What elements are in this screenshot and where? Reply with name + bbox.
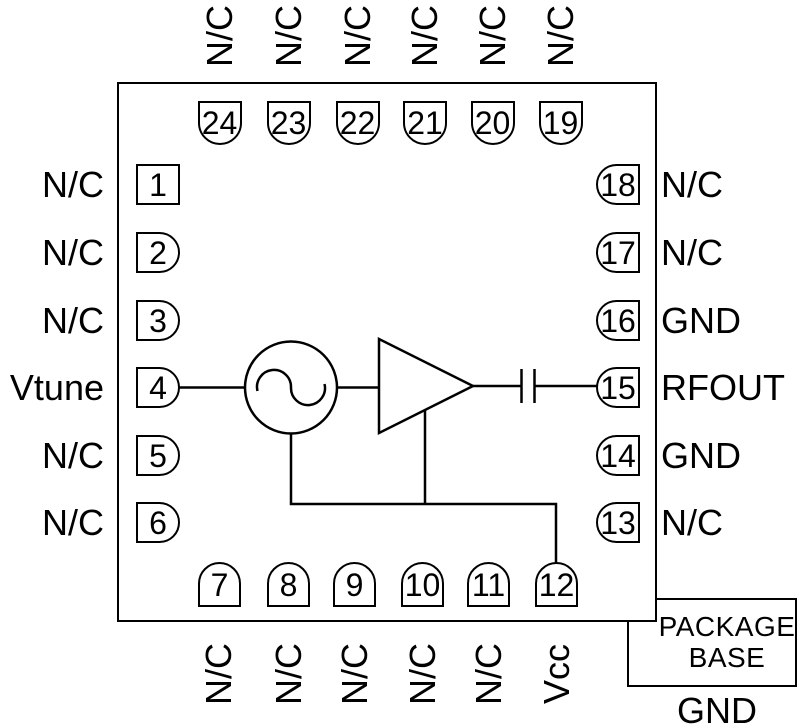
pin-11: 11 xyxy=(467,562,510,607)
pin-14: 14 xyxy=(596,435,640,476)
pin-22-label: N/C xyxy=(336,5,378,67)
pin-18: 18 xyxy=(596,164,640,205)
pin-15-number: 15 xyxy=(600,369,636,406)
pin-14-label: GND xyxy=(661,435,741,476)
pin-19: 19 xyxy=(538,101,583,145)
pin-23: 23 xyxy=(266,101,311,145)
pin-17: 17 xyxy=(596,232,640,273)
pin-17-label: N/C xyxy=(661,232,723,273)
pin-9-label: N/C xyxy=(333,643,375,705)
pin-4-label: Vtune xyxy=(9,367,104,408)
pin-8-number: 8 xyxy=(279,566,298,603)
pin-7: 7 xyxy=(198,562,241,607)
pin-21-number: 21 xyxy=(407,105,443,141)
pin-7-number: 7 xyxy=(210,566,229,603)
pin-6: 6 xyxy=(136,502,180,543)
pin-18-label: N/C xyxy=(661,164,723,205)
pin-24-number: 24 xyxy=(201,105,238,141)
pin-20-number: 20 xyxy=(474,105,511,141)
pin-10-label: N/C xyxy=(401,643,443,705)
pin-18-number: 18 xyxy=(600,166,636,203)
pin-8-label: N/C xyxy=(267,643,309,705)
pin-24: 24 xyxy=(197,101,242,145)
pin-12: 12 xyxy=(535,562,578,607)
pin-22-number: 22 xyxy=(339,105,376,141)
package-base-ground-label: GND xyxy=(677,690,757,728)
pin-6-label: N/C xyxy=(42,502,104,543)
pin-2: 2 xyxy=(136,232,180,273)
pin-5-label: N/C xyxy=(42,435,104,476)
pin-23-label: N/C xyxy=(267,5,309,67)
pin-8: 8 xyxy=(267,562,310,607)
pin-9: 9 xyxy=(333,562,376,607)
pin-16-number: 16 xyxy=(600,302,636,339)
package-outline xyxy=(117,82,657,622)
pin-12-number: 12 xyxy=(538,566,575,603)
pin-13: 13 xyxy=(596,502,640,543)
pin-19-number: 19 xyxy=(542,105,579,141)
pin-5: 5 xyxy=(136,435,180,476)
pin-5-number: 5 xyxy=(149,437,167,474)
pin-12-label: Vcc xyxy=(535,644,577,705)
pin-11-number: 11 xyxy=(471,566,506,603)
pin-2-label: N/C xyxy=(42,232,104,273)
pin-19-label: N/C xyxy=(539,5,581,67)
pin-3-label: N/C xyxy=(42,300,104,341)
package-base-label: PACKAGE BASE xyxy=(657,600,797,684)
pin-24-label: N/C xyxy=(198,5,240,67)
pin-14-number: 14 xyxy=(600,437,636,474)
pin-16: 16 xyxy=(596,300,640,341)
pin-9-number: 9 xyxy=(345,566,364,603)
pin-10-number: 10 xyxy=(404,566,441,603)
pin-17-number: 17 xyxy=(600,234,636,271)
pin-4: 4 xyxy=(136,367,180,408)
pin-2-number: 2 xyxy=(149,234,167,271)
pin-1-label: N/C xyxy=(42,164,104,205)
pin-11-label: N/C xyxy=(468,643,509,705)
pin-1: 1 xyxy=(136,164,180,205)
pin-20-label: N/C xyxy=(471,5,513,67)
pin-21-label: N/C xyxy=(404,5,445,67)
pin-3: 3 xyxy=(136,300,180,341)
pin-16-label: GND xyxy=(661,300,741,341)
pin-20: 20 xyxy=(470,101,515,145)
package-base-line2: BASE xyxy=(688,642,766,673)
package-base-line1: PACKAGE xyxy=(658,611,796,642)
pin-3-number: 3 xyxy=(149,302,167,339)
pin-6-number: 6 xyxy=(149,504,167,541)
pin-13-number: 13 xyxy=(600,504,636,541)
pin-1-number: 1 xyxy=(149,166,167,203)
pin-22: 22 xyxy=(335,101,380,145)
pin-15-label: RFOUT xyxy=(661,367,785,408)
pin-10: 10 xyxy=(401,562,444,607)
pin-23-number: 23 xyxy=(270,105,307,141)
pin-7-label: N/C xyxy=(198,643,239,705)
pin-15: 15 xyxy=(596,367,640,408)
pin-4-number: 4 xyxy=(149,369,167,406)
pin-13-label: N/C xyxy=(661,502,723,543)
pin-21: 21 xyxy=(403,101,447,145)
